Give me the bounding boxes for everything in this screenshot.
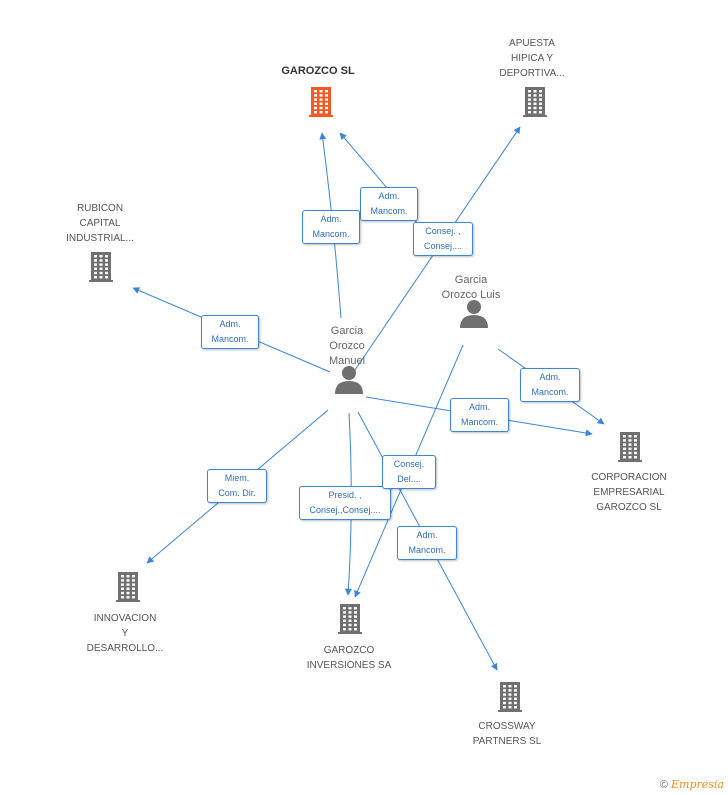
node-label-crossway[interactable]: CROSSWAY PARTNERS SL [472, 721, 542, 747]
node-label-corporacion[interactable]: CORPORACION EMPRESARIAL GAROZCO SL [591, 472, 667, 513]
building-icon-crossway[interactable] [498, 682, 522, 712]
edge-label-miem-com-dir[interactable]: Miem. Com. Dir. [207, 469, 267, 503]
edge-label-consej[interactable]: Consej. , Consej.... [413, 222, 473, 256]
node-label-innovacion[interactable]: INNOVACION Y DESARROLLO... [86, 613, 164, 654]
building-icon-corporacion[interactable] [618, 432, 642, 462]
node-label-garozco-inv[interactable]: GAROZCO INVERSIONES SA [306, 645, 392, 671]
edge-label-adm-mancom[interactable]: Adm. Mancom. [520, 368, 580, 402]
edge-label-consej-del[interactable]: Consej. Del.... [382, 455, 436, 489]
node-label-apuesta[interactable]: APUESTA HIPICA Y DEPORTIVA... [499, 38, 565, 79]
node-label-rubicon[interactable]: RUBICON CAPITAL INDUSTRIAL... [66, 203, 134, 244]
node-label-garozco-sl[interactable]: GAROZCO SL [281, 65, 355, 77]
person-icon-luis[interactable] [460, 300, 488, 328]
edge-label-presid-consej[interactable]: Presid. , Consej.,Consej.... [299, 486, 391, 520]
person-label-luis[interactable]: Garcia Orozco Luis [441, 274, 501, 301]
building-icon-apuesta[interactable] [523, 87, 547, 117]
person-icon-manuel[interactable] [335, 366, 363, 394]
edge-label-adm-mancom[interactable]: Adm. Mancom. [450, 398, 509, 432]
building-icon-garozco-inv[interactable] [338, 604, 362, 634]
footer-credit: © Empresia [660, 778, 724, 791]
edge-label-adm-mancom[interactable]: Adm. Mancom. [360, 187, 418, 221]
edge-label-adm-mancom[interactable]: Adm. Mancom. [397, 526, 457, 560]
person-label-manuel[interactable]: Garcia Orozco Manuel [328, 325, 366, 367]
edge-label-adm-mancom[interactable]: Adm. Mancom. [302, 210, 360, 244]
edge-label-adm-mancom[interactable]: Adm. Mancom. [201, 315, 259, 349]
brand-logo[interactable]: Empresia [671, 778, 724, 791]
building-icon-garozco-sl[interactable] [309, 87, 333, 117]
building-icon-rubicon[interactable] [89, 252, 113, 282]
building-icon-innovacion[interactable] [116, 572, 140, 602]
copyright-icon: © [659, 779, 668, 791]
